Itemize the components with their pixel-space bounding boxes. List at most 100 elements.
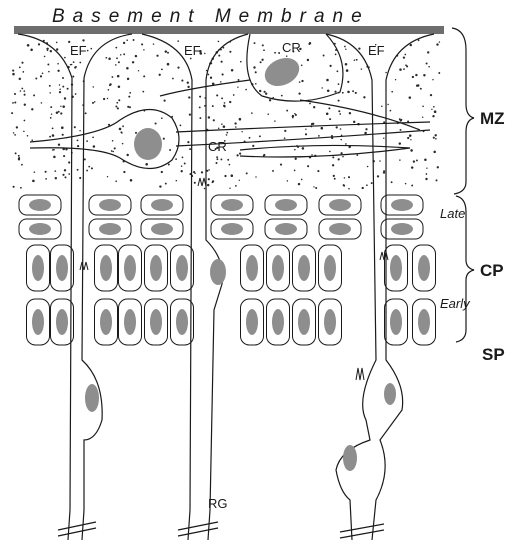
early-cell-nucleus [324,309,336,335]
stipple-dot [213,119,215,121]
stipple-dot [435,134,437,136]
stipple-dot [313,186,314,187]
stipple-dot [27,44,30,47]
stipple-dot [301,179,303,181]
stipple-dot [237,86,238,87]
stipple-dot [286,55,288,57]
stipple-dot [390,110,392,112]
stipple-dot [32,180,35,183]
stipple-dot [281,95,283,97]
stipple-dot [278,52,280,54]
stipple-dot [274,120,275,121]
stipple-dot [59,91,61,93]
stipple-dot [409,96,412,99]
stipple-dot [88,166,90,168]
stipple-dot [321,127,324,130]
stipple-dot [365,128,367,130]
stipple-dot [344,177,346,179]
stipple-dot [108,57,111,60]
stipple-dot [226,132,228,134]
stipple-dot [79,177,81,179]
stipple-dot [426,62,428,64]
stipple-dot [176,180,178,182]
stipple-dot [403,68,405,70]
stipple-dot [30,49,33,52]
radial-glia-label: RG [208,496,228,511]
radial-glia-fiber-3b [372,34,434,540]
stipple-dot [120,54,121,55]
endfoot-label-1: EF [70,43,87,58]
stipple-dot [53,149,55,151]
stipple-dot [439,41,440,42]
stipple-dot [208,74,210,76]
stipple-dot [308,43,310,45]
stipple-dot [410,44,412,46]
stipple-dot [68,173,70,175]
stipple-dot [284,137,286,139]
early-cell-nucleus [272,255,284,281]
early-cell-nucleus [246,255,258,281]
stipple-dot [49,85,51,87]
stipple-dot [294,149,296,151]
late-cell-nucleus [275,199,297,211]
zone-label-mz: MZ [480,109,505,128]
stipple-dot [377,175,379,177]
stipple-dot [235,126,237,128]
stipple-dot [223,125,226,128]
stipple-dot [435,179,437,181]
stipple-dot [239,153,241,155]
stipple-dot [161,69,163,71]
early-cell-nucleus [100,255,112,281]
stipple-dot [79,130,80,131]
stipple-dot [61,126,64,129]
stipple-dot [132,61,134,63]
stipple-dot [326,113,329,116]
stipple-dot [233,94,235,96]
stipple-dot [115,64,117,66]
stipple-dot [227,159,229,161]
early-cell-nucleus [32,309,44,335]
stipple-dot [406,65,408,67]
stipple-dot [133,39,135,41]
stipple-dot [410,149,413,152]
stipple-dot [363,96,365,98]
stipple-dot [153,43,154,44]
stipple-dot [60,106,61,107]
stipple-dot [318,135,320,137]
stipple-dot [240,61,242,63]
stipple-dot [344,46,346,48]
stipple-dot [194,173,195,174]
marginal-zone-stipple [11,39,440,189]
stipple-dot [224,105,226,107]
stipple-dot [143,49,144,50]
stipple-dot [57,63,59,65]
stipple-dot [231,69,234,72]
stipple-dot [159,74,161,76]
stipple-dot [93,145,96,148]
cr-cell-middle [30,109,430,168]
stipple-dot [62,86,64,88]
stipple-dot [12,70,14,72]
stipple-dot [391,181,393,183]
stipple-dot [47,64,49,66]
stipple-dot [354,59,356,61]
stipple-dot [338,100,340,102]
stipple-dot [263,49,265,51]
early-cell-nucleus [390,255,402,281]
stipple-dot [218,127,220,129]
stipple-dot [18,155,20,157]
stipple-dot [49,136,51,138]
stipple-dot [161,117,163,119]
stipple-dot [362,187,364,189]
stipple-dot [385,72,387,74]
stipple-dot [399,68,402,71]
stipple-dot [221,97,223,99]
stipple-dot [105,57,107,59]
stipple-dot [298,183,300,185]
stipple-dot [59,88,61,90]
stipple-dot [280,164,282,166]
stipple-dot [272,170,274,172]
stipple-dot [93,86,94,87]
